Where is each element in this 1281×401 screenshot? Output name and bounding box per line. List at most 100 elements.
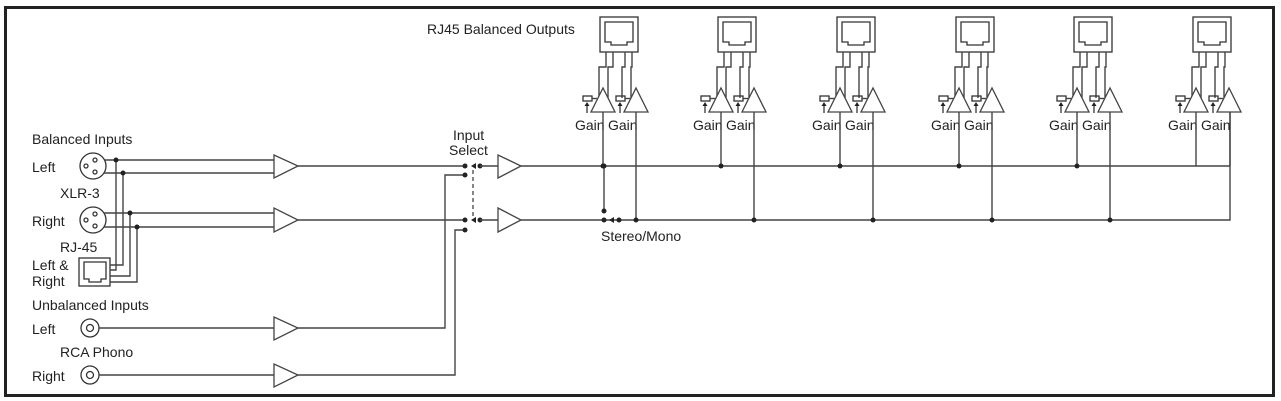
xlr-right-connector-icon <box>79 206 107 234</box>
output-amp-left <box>707 86 735 113</box>
rca-left-connector-icon <box>80 318 100 338</box>
output-wire <box>607 52 614 98</box>
gain-control[interactable] <box>938 95 949 102</box>
output-wire <box>748 52 751 98</box>
output-amp-right <box>740 86 768 113</box>
balanced-right-input-amp <box>273 206 300 234</box>
balanced-inputs-heading: Balanced Inputs <box>32 131 132 147</box>
gain-arrow-icon <box>702 102 708 106</box>
input-select-switch[interactable] <box>462 163 483 233</box>
output-wire <box>835 52 844 98</box>
unbalanced-right-label: Right <box>32 368 65 384</box>
gain-control[interactable] <box>615 95 626 102</box>
junction-dot <box>1107 217 1113 223</box>
gain-label-right: Gain <box>845 117 875 133</box>
stereo-mono-switch[interactable] <box>601 163 622 224</box>
gain-label-left: Gain <box>1049 117 1079 133</box>
junction-dot <box>718 163 724 169</box>
gain-arrow-icon <box>821 102 827 106</box>
rca-right-connector-icon <box>80 365 100 385</box>
stereo-mono-label: Stereo/Mono <box>601 228 681 244</box>
output-wire <box>1072 52 1081 98</box>
output-wire <box>858 52 863 98</box>
junction-dot <box>633 217 639 223</box>
gain-arrow-icon <box>1058 102 1064 106</box>
output-amp-right <box>859 86 887 113</box>
gain-label-right: Gain <box>726 117 756 133</box>
output-amp-right <box>1215 86 1243 113</box>
gain-control[interactable] <box>1056 95 1067 102</box>
rj45-output-jack-icon <box>1073 16 1113 53</box>
gain-control[interactable] <box>1208 95 1219 102</box>
output-wire <box>716 52 725 98</box>
rj45-output-socket <box>1197 21 1227 46</box>
junction-dot <box>1074 163 1080 169</box>
rj45-input-label: RJ-45 <box>60 239 98 255</box>
rj45-output-socket <box>604 21 634 46</box>
gain-control[interactable] <box>1175 95 1186 102</box>
gain-arrow-icon <box>584 102 590 106</box>
output-wire <box>867 52 870 98</box>
rj45-channel-label-1: Left & <box>32 257 69 273</box>
gain-arrow-icon <box>940 102 946 106</box>
balanced-right-label: Right <box>32 213 65 229</box>
output-wire <box>1223 52 1226 98</box>
output-wire <box>977 52 982 98</box>
rj45-output-jack-icon <box>717 16 757 53</box>
output-wire <box>598 52 607 98</box>
unbalanced-left-label: Left <box>32 321 55 337</box>
rj45-output-socket <box>960 21 990 46</box>
output-wire <box>1104 52 1107 98</box>
gain-control[interactable] <box>852 95 863 102</box>
gain-control[interactable] <box>971 95 982 102</box>
gain-arrow-icon <box>1210 102 1216 106</box>
gain-control[interactable] <box>733 95 744 102</box>
output-wire <box>621 52 626 98</box>
rj45-input-connector-icon <box>78 257 111 287</box>
output-wire <box>1200 52 1207 98</box>
input-select-label-line1: Input <box>453 127 484 143</box>
output-wire <box>725 52 732 98</box>
gain-label-left: Gain <box>575 117 605 133</box>
output-wire <box>630 52 633 98</box>
gain-control[interactable] <box>1089 95 1100 102</box>
balanced-left-label: Left <box>32 159 55 175</box>
output-wire <box>739 52 744 98</box>
left-select-amp <box>497 153 523 180</box>
gain-control[interactable] <box>700 95 711 102</box>
rj45-output-jack-icon <box>1192 16 1232 53</box>
output-wire <box>1191 52 1200 98</box>
output-amp-right <box>622 86 650 113</box>
gain-arrow-icon <box>854 102 860 106</box>
rj45-channel-label-2: Right <box>32 273 65 289</box>
xlr-left-connector-icon <box>79 152 107 180</box>
rj45-output-jack-icon <box>955 16 995 53</box>
gain-label-right: Gain <box>1082 117 1112 133</box>
rj45-output-socket <box>1078 21 1108 46</box>
balanced-input-wiring <box>104 157 274 283</box>
output-amp-right <box>1096 86 1124 113</box>
output-wire <box>1081 52 1088 98</box>
junction-dot <box>837 163 843 169</box>
output-wire <box>986 52 989 98</box>
junction-dot <box>956 163 962 169</box>
output-amp-left <box>826 86 854 113</box>
output-wire <box>954 52 963 98</box>
gain-label-left: Gain <box>931 117 961 133</box>
output-amp-left <box>589 86 617 113</box>
output-wire <box>1095 52 1100 98</box>
gain-label-right: Gain <box>608 117 638 133</box>
junction-dot <box>870 217 876 223</box>
gain-control[interactable] <box>582 95 593 102</box>
rca-phono-label: RCA Phono <box>60 344 133 360</box>
gain-label-right: Gain <box>964 117 994 133</box>
gain-control[interactable] <box>819 95 830 102</box>
rj45-output-socket <box>722 21 752 46</box>
gain-label-right: Gain <box>1201 117 1231 133</box>
xlr3-label: XLR-3 <box>60 185 100 201</box>
